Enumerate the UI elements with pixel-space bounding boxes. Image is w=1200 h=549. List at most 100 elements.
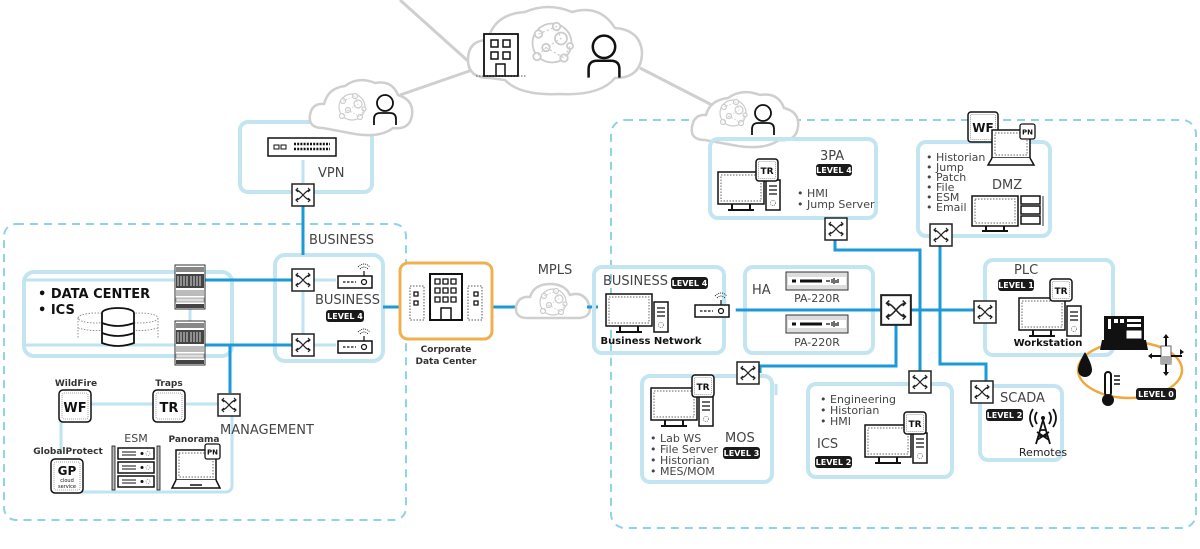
svg-text:TR: TR	[160, 401, 179, 416]
svg-text:LEVEL 3: LEVEL 3	[724, 449, 760, 458]
business-network-caption: Business Network	[600, 336, 701, 347]
ics-item: • Historian	[820, 404, 879, 417]
ha-device-label: PA-220R	[794, 292, 840, 305]
water-drop-icon	[1078, 352, 1092, 377]
internet-link-left	[398, 0, 480, 72]
ha-label: HA	[752, 283, 771, 298]
chassis-firewall-icon	[174, 320, 206, 366]
data-center-zone	[22, 270, 234, 358]
level-badge: LEVEL 2	[815, 456, 852, 468]
chassis-firewall-icon	[174, 264, 206, 310]
dmz-label: DMZ	[992, 178, 1022, 193]
left-site-zone	[3, 223, 407, 521]
ics-item: • Engineering	[820, 393, 896, 406]
scada-switch-icon	[970, 380, 994, 404]
traps-tag-icon	[691, 374, 715, 398]
internet-cloud-main	[466, 5, 644, 96]
level0-field-devices: LEVEL 0	[1076, 316, 1184, 406]
dmz-item: • ESM	[926, 191, 959, 204]
corporate-dc-label: Corporate	[421, 345, 472, 355]
dmz-item: • Jump	[926, 161, 964, 174]
dmz-item: • Patch	[926, 171, 966, 184]
internet-link-right	[639, 66, 713, 107]
traps-tag-icon	[755, 158, 779, 182]
dmz-item: • Email	[926, 201, 967, 214]
esm-caption: ESM	[124, 432, 147, 445]
level-badge: LEVEL 3	[723, 447, 760, 459]
wireless-router-icon	[337, 263, 373, 289]
business-switch-icon	[291, 333, 315, 357]
level-badge: LEVEL 2	[986, 409, 1023, 421]
business-switch-icon	[291, 268, 315, 292]
3pa-item: • HMI	[797, 187, 828, 200]
panorama-laptop-icon: PN	[170, 443, 222, 489]
ics-switch-icon	[908, 370, 932, 394]
level-badge: LEVEL 4	[816, 164, 852, 176]
wildfire-tag-icon: WF	[967, 111, 999, 143]
mos-switch-icon	[736, 361, 760, 385]
level-badge: LEVEL 4	[326, 310, 364, 322]
3pa-label: 3PA	[820, 149, 844, 164]
svg-text:cloud: cloud	[60, 478, 74, 484]
dmz-item: • File	[926, 181, 955, 194]
business-top-label: BUSINESS	[309, 233, 374, 248]
level-badge: LEVEL 1	[998, 279, 1034, 291]
vpn-firewall-icon	[267, 137, 337, 157]
svg-text:LEVEL 4: LEVEL 4	[816, 166, 852, 175]
mos-label: MOS	[725, 431, 755, 446]
building-icon	[409, 273, 483, 321]
svg-text:LEVEL 4: LEVEL 4	[672, 279, 708, 288]
data-center-item: • DATA CENTER	[38, 287, 150, 302]
globalprotect-icon: GP cloud service	[50, 458, 84, 494]
svg-text:PN: PN	[207, 449, 218, 457]
thermometer-icon	[1102, 371, 1120, 406]
corporate-dc-label: Data Center	[415, 357, 477, 367]
ics-label: ICS	[817, 437, 838, 452]
management-switch-icon	[217, 393, 241, 417]
mpls-cloud	[514, 282, 591, 320]
svg-text:PN: PN	[1022, 129, 1033, 137]
scada-zone	[978, 384, 1064, 462]
3pa-switch-icon	[824, 217, 848, 241]
pa-220r-firewall-icon	[785, 314, 849, 334]
svg-text:LEVEL 2: LEVEL 2	[987, 411, 1023, 420]
internet-links	[398, 0, 713, 107]
hmi-panel-icon	[1100, 316, 1148, 350]
svg-text:LEVEL 2: LEVEL 2	[816, 458, 852, 467]
esm-server-icon	[111, 445, 161, 491]
tank-level-icon	[1148, 334, 1184, 376]
3pa-zone	[708, 137, 878, 220]
svg-text:LEVEL 4: LEVEL 4	[327, 312, 363, 321]
level-badge: LEVEL 4	[671, 277, 708, 289]
svg-text:GP: GP	[58, 464, 77, 478]
traps-tag-icon	[903, 411, 927, 435]
workstation-caption: Workstation	[1014, 338, 1083, 349]
workstation-icon	[1018, 297, 1082, 337]
scada-label: SCADA	[1000, 391, 1045, 406]
vpn-switch-icon	[291, 183, 315, 207]
panorama-caption: Panorama	[169, 435, 220, 445]
ics-item: • HMI	[820, 415, 851, 428]
wildfire-caption: WildFire	[55, 379, 97, 389]
mpls-label: MPLS	[538, 263, 573, 278]
3pa-item: • Jump Server	[797, 198, 875, 211]
plc-switch-icon	[973, 300, 997, 324]
svg-text:WF: WF	[63, 401, 86, 416]
traps-icon: TR	[152, 389, 186, 423]
svg-text:WF: WF	[972, 121, 993, 135]
database-icon	[77, 307, 159, 347]
vpn-label: VPN	[318, 166, 344, 181]
building-icon	[476, 33, 526, 77]
mos-item: • Historian	[650, 454, 709, 467]
business-zone-label: BUSINESS	[315, 293, 380, 308]
traps-tag-icon	[1049, 278, 1073, 302]
globalprotect-caption: GlobalProtect	[33, 447, 103, 457]
dmz-server-icon	[971, 195, 1044, 232]
business-right-label: BUSINESS	[603, 274, 668, 289]
dmz-switch-icon	[929, 223, 953, 247]
radio-tower-icon	[1029, 408, 1057, 445]
management-label: MANAGEMENT	[220, 423, 314, 438]
wireless-router-icon	[337, 328, 373, 354]
svg-text:service: service	[58, 484, 76, 490]
